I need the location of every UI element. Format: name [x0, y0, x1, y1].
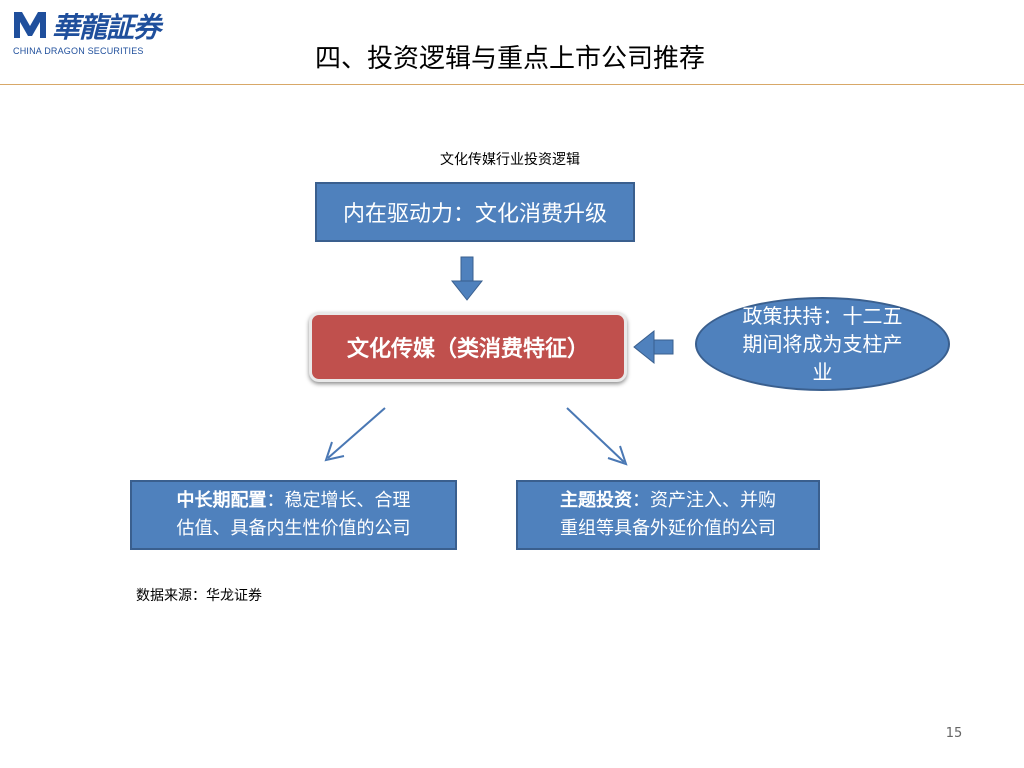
- title-divider: [0, 84, 1024, 85]
- logo-mark-icon: [14, 12, 46, 38]
- long-term-line-1-text: ：稳定增长、合理: [266, 490, 411, 511]
- core-box: 文化传媒（类消费特征）: [309, 312, 627, 382]
- logo-english-text: CHINA DRAGON SECURITIES: [13, 46, 144, 56]
- company-logo: 華龍証券 CHINA DRAGON SECURITIES: [12, 6, 161, 62]
- page-number: 15: [945, 726, 963, 741]
- slide-title: 四、投资逻辑与重点上市公司推荐: [314, 44, 705, 74]
- long-term-heading: 中长期配置: [176, 490, 267, 511]
- down-arrow-icon: [450, 256, 484, 301]
- diagram-title: 文化传媒行业投资逻辑: [440, 152, 580, 168]
- theme-line-1-text: ：资产注入、并购: [632, 490, 776, 511]
- left-arrow-icon: [633, 329, 674, 365]
- data-source-note: 数据来源：华龙证券: [136, 588, 262, 604]
- policy-ellipse: 政策扶持：十二五期间将成为支柱产业: [695, 297, 950, 391]
- theme-investment-box: 主题投资：资产注入、并购 重组等具备外延价值的公司: [516, 480, 820, 550]
- policy-ellipse-text: 政策扶持：十二五期间将成为支柱产业: [742, 304, 903, 384]
- driver-box: 内在驱动力：文化消费升级: [315, 182, 635, 242]
- theme-line-1: 主题投资：资产注入、并购: [560, 487, 776, 515]
- down-right-arrow-icon: [566, 407, 628, 466]
- long-term-allocation-box: 中长期配置：稳定增长、合理 估值、具备内生性价值的公司: [130, 480, 457, 550]
- theme-heading: 主题投资: [560, 490, 632, 511]
- theme-line-2: 重组等具备外延价值的公司: [560, 518, 776, 539]
- long-term-line-1: 中长期配置：稳定增长、合理: [177, 487, 411, 515]
- down-left-arrow-icon: [324, 407, 386, 462]
- logo-chinese-text: 華龍証券: [52, 11, 161, 44]
- long-term-line-2: 估值、具备内生性价值的公司: [176, 518, 411, 539]
